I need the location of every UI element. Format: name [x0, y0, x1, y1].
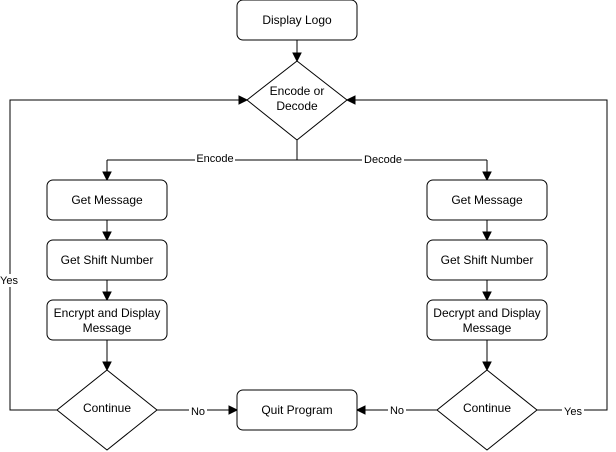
arrowhead: [482, 291, 492, 302]
edge-label-yes-right: Yes: [564, 406, 582, 418]
node-continue-left-label: Continue: [83, 401, 131, 415]
node-encrypt-display: Encrypt and Display Message: [46, 299, 168, 341]
edge-label-encode: Encode: [196, 153, 233, 165]
arrowhead: [482, 231, 492, 242]
edge-label-no-right: No: [390, 405, 404, 417]
node-get-message-left-label: Get Message: [71, 193, 143, 207]
node-decrypt-display-line-1: Decrypt and Display: [433, 306, 540, 320]
arrowhead: [482, 171, 492, 182]
arrowhead: [102, 231, 112, 242]
arrowhead: [355, 405, 366, 415]
node-decrypt-display: Decrypt and Display Message: [426, 299, 548, 341]
node-get-shift-left: Get Shift Number: [46, 239, 168, 281]
edge-label-decode: Decode: [364, 154, 402, 166]
arrowhead: [292, 52, 302, 63]
node-display-logo: Display Logo: [236, 0, 358, 41]
node-decrypt-display-line-2: Message: [463, 321, 512, 335]
node-encode-or-decode: Encode or Decode: [246, 60, 348, 141]
node-encrypt-display-line-2: Message: [83, 321, 132, 335]
node-encrypt-display-line-1: Encrypt and Display: [54, 306, 161, 320]
node-quit-program-label: Quit Program: [261, 403, 332, 417]
node-get-shift-right: Get Shift Number: [426, 239, 548, 281]
node-get-shift-right-label: Get Shift Number: [441, 253, 534, 267]
edge-left-yes-loop: [9, 99, 240, 411]
node-continue-right: Continue: [436, 369, 538, 451]
arrowhead: [238, 95, 249, 105]
edge-labels: Encode Decode Yes No No Yes: [0, 152, 584, 418]
node-encode-or-decode-line-1: Encode or: [270, 84, 325, 98]
node-display-logo-label: Display Logo: [262, 13, 332, 27]
node-get-message-left: Get Message: [46, 179, 168, 221]
edge-decision-split: [107, 140, 487, 161]
node-quit-program: Quit Program: [236, 389, 358, 431]
edge-label-yes-left: Yes: [0, 275, 18, 287]
node-continue-right-label: Continue: [463, 401, 511, 415]
arrowhead: [345, 95, 356, 105]
arrowhead: [102, 361, 112, 372]
nodes: Display Logo Encode or Decode Get Messag…: [46, 0, 548, 451]
arrowhead: [228, 405, 239, 415]
arrowhead: [102, 171, 112, 182]
arrowhead: [102, 291, 112, 302]
node-get-message-right: Get Message: [426, 179, 548, 221]
node-get-shift-left-label: Get Shift Number: [61, 253, 154, 267]
arrowhead: [482, 361, 492, 372]
edge-label-no-left: No: [191, 406, 205, 418]
node-get-message-right-label: Get Message: [451, 193, 523, 207]
node-encode-or-decode-line-2: Decode: [276, 99, 318, 113]
node-continue-left: Continue: [56, 369, 158, 451]
